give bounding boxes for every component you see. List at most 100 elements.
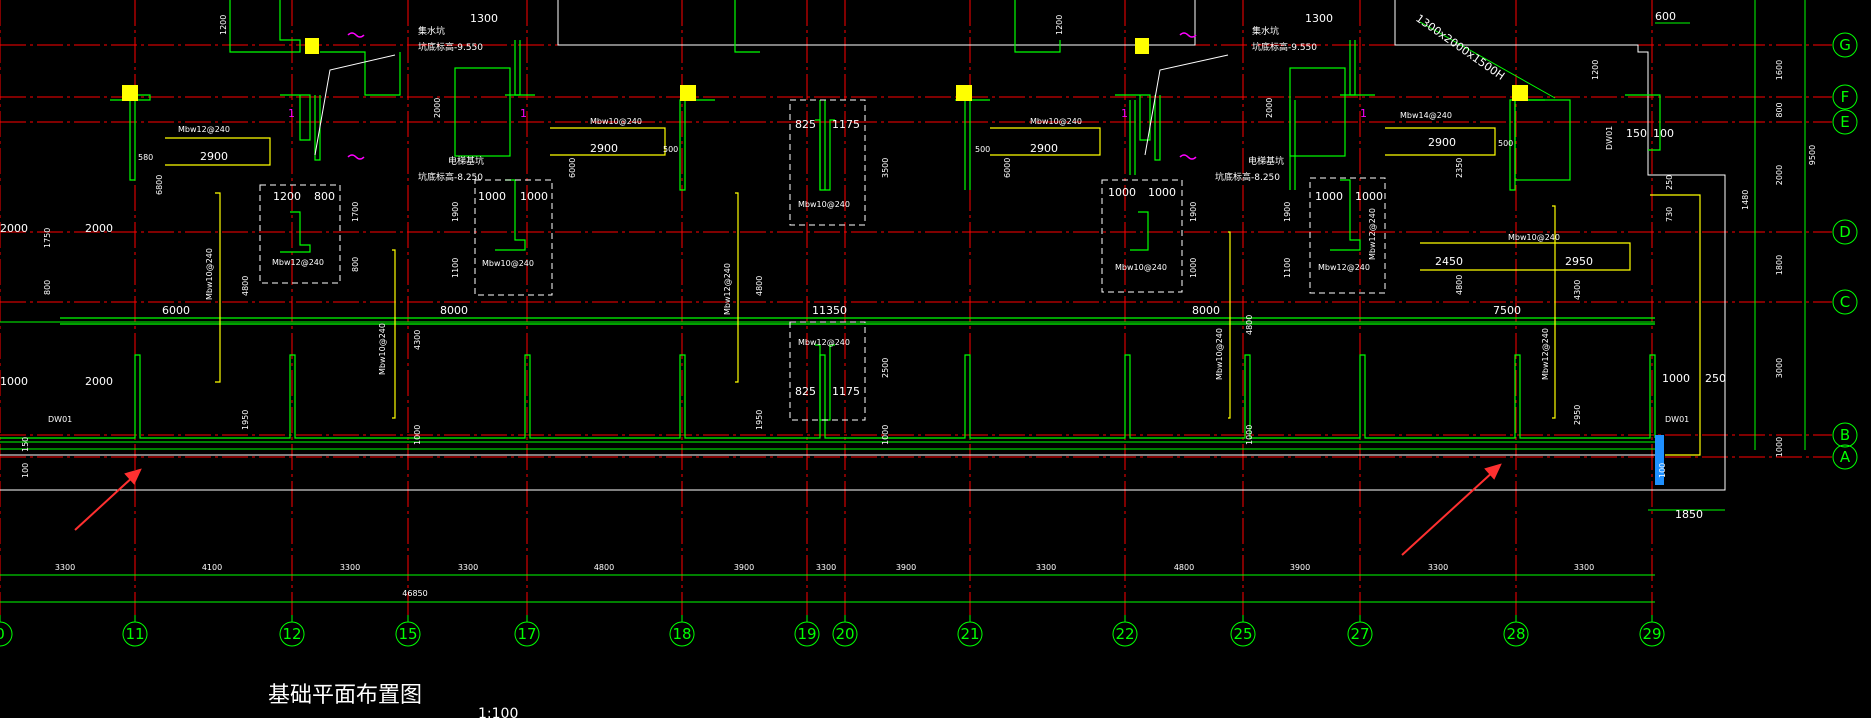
highlight-segment	[1655, 435, 1664, 485]
dim-2000-d: 2000	[85, 375, 113, 388]
dim-500-c: 500	[1498, 139, 1513, 148]
axis-bubble-11	[122, 621, 148, 647]
dim-1000-e: 1000	[1108, 186, 1136, 199]
note-elevator-left: 电梯基坑	[448, 155, 484, 167]
dim-7500: 7500	[1493, 304, 1521, 317]
rebar-label-o: Mbw10@240	[1508, 233, 1560, 242]
axis-label-22: 22	[1115, 625, 1134, 643]
rebar-label-f: Mbw10@240	[590, 117, 642, 126]
axis-label-D: D	[1839, 223, 1851, 241]
dim-2900-b: 2900	[590, 142, 618, 155]
axis-bubble-12	[279, 621, 305, 647]
dim-1000-i: 1000	[1315, 190, 1343, 203]
axis-label-11: 11	[125, 625, 144, 643]
axis-bubble-F	[1832, 84, 1858, 110]
axis-bubble-B	[1832, 422, 1858, 448]
dimension-chains	[0, 0, 1806, 603]
axis-bubble-17	[514, 621, 540, 647]
dim-1000-c: 1000	[413, 425, 422, 445]
dim-4800-a: 4800	[241, 276, 250, 296]
dim-1850: 1850	[1675, 508, 1703, 521]
axis-bubble-19	[794, 621, 820, 647]
bottom-dim-2: 3300	[340, 563, 360, 572]
right-dim-total: 9500	[1808, 145, 1817, 165]
dim-8000-b: 8000	[1192, 304, 1220, 317]
dim-4800-c: 4800	[1245, 315, 1254, 335]
rebar-label-h: Mbw10@240	[798, 200, 850, 209]
dim-1300-b: 1300	[1305, 12, 1333, 25]
dim-8000-a: 8000	[440, 304, 468, 317]
note-elevator-right: 电梯基坑	[1248, 155, 1284, 167]
dim-2450: 2450	[1435, 255, 1463, 268]
dim-1000-a: 1000	[478, 190, 506, 203]
axis-bubble-18	[669, 621, 695, 647]
drawing-title: 基础平面布置图	[268, 683, 422, 708]
note-pit-left: 集水坑	[418, 25, 445, 37]
axis-bubble-E	[1832, 109, 1858, 135]
bottom-dim-total: 46850	[402, 589, 427, 598]
bottom-dim-5: 3900	[734, 563, 754, 572]
axis-label-0: 0	[0, 625, 5, 643]
axis-label-28: 28	[1506, 625, 1525, 643]
dim-3500: 3500	[881, 158, 890, 178]
dim-825-b: 825	[795, 385, 816, 398]
axis-bubble-27	[1347, 621, 1373, 647]
dim-4300-b: 4300	[1573, 280, 1582, 300]
rebar-label-d: Mbw10@240	[378, 323, 387, 375]
dim-1900-a: 1900	[451, 202, 460, 222]
rebar-label-l: Mbw10@240	[1215, 328, 1224, 380]
dim-11350: 11350	[812, 304, 847, 317]
rebar-label-e: Mbw10@240	[482, 259, 534, 268]
axis-bubble-20	[832, 621, 858, 647]
rebar-label-b: Mbw10@240	[205, 248, 214, 300]
rebar-label-q: Mbw12@240	[1368, 208, 1377, 260]
dim-1750: 1750	[43, 228, 52, 248]
dim-1900-b: 1900	[1189, 202, 1198, 222]
slab-outline	[0, 0, 1726, 491]
label-dw01-b: DW01	[1665, 415, 1689, 424]
dim-1000-g: 1000	[1189, 258, 1198, 278]
dim-1000-d: 1000	[881, 425, 890, 445]
note-pit-elev-right: 坑底标高-9.550	[1252, 41, 1317, 53]
right-dim-0: 1600	[1775, 60, 1784, 80]
rebar-label-a: Mbw12@240	[178, 125, 230, 134]
bottom-dim-3: 3300	[458, 563, 478, 572]
dim-600: 600	[1655, 10, 1676, 23]
dim-730: 730	[1665, 207, 1674, 222]
dim-2000-c: 2000	[85, 222, 113, 235]
axis-bubble-D	[1832, 219, 1858, 245]
axis-label-29: 29	[1642, 625, 1661, 643]
right-dim-2: 2000	[1775, 165, 1784, 185]
dim-1200-b: 1200	[1055, 15, 1064, 35]
label-dw01-c: DW01	[1605, 126, 1614, 150]
right-dim-1: 800	[1775, 102, 1784, 117]
axis-label-18: 18	[672, 625, 691, 643]
pile-caps	[259, 99, 1386, 421]
axis-bubble-A	[1832, 444, 1858, 470]
dim-2000-e: 2000	[0, 222, 28, 235]
dim-250-b: 250	[1705, 372, 1726, 385]
dim-1175-a: 1175	[832, 118, 860, 131]
section-mark-2: 1	[520, 107, 527, 120]
rebar-label-n: Mbw12@240	[1318, 263, 1370, 272]
dim-1100-a: 1100	[451, 258, 460, 278]
dim-6800: 6800	[155, 175, 164, 195]
dim-825-a: 825	[795, 118, 816, 131]
axis-label-19: 19	[797, 625, 816, 643]
drawing-scale: 1:100	[478, 706, 518, 718]
dim-1200-d: 1200	[273, 190, 301, 203]
bottom-dim-6: 3300	[816, 563, 836, 572]
rebar-label-g: Mbw12@240	[723, 263, 732, 315]
axis-bubble-29	[1639, 621, 1665, 647]
dim-800-c: 800	[351, 257, 360, 272]
axis-bubble-G	[1832, 32, 1858, 58]
dim-2900-c: 2900	[1030, 142, 1058, 155]
dim-1000-b: 1000	[520, 190, 548, 203]
section-mark-1: 1	[288, 107, 295, 120]
wall-members	[0, 0, 1661, 439]
axis-bubble-22	[1112, 621, 1138, 647]
bottom-dim-1: 4100	[202, 563, 222, 572]
dim-1480: 1480	[1741, 190, 1750, 210]
